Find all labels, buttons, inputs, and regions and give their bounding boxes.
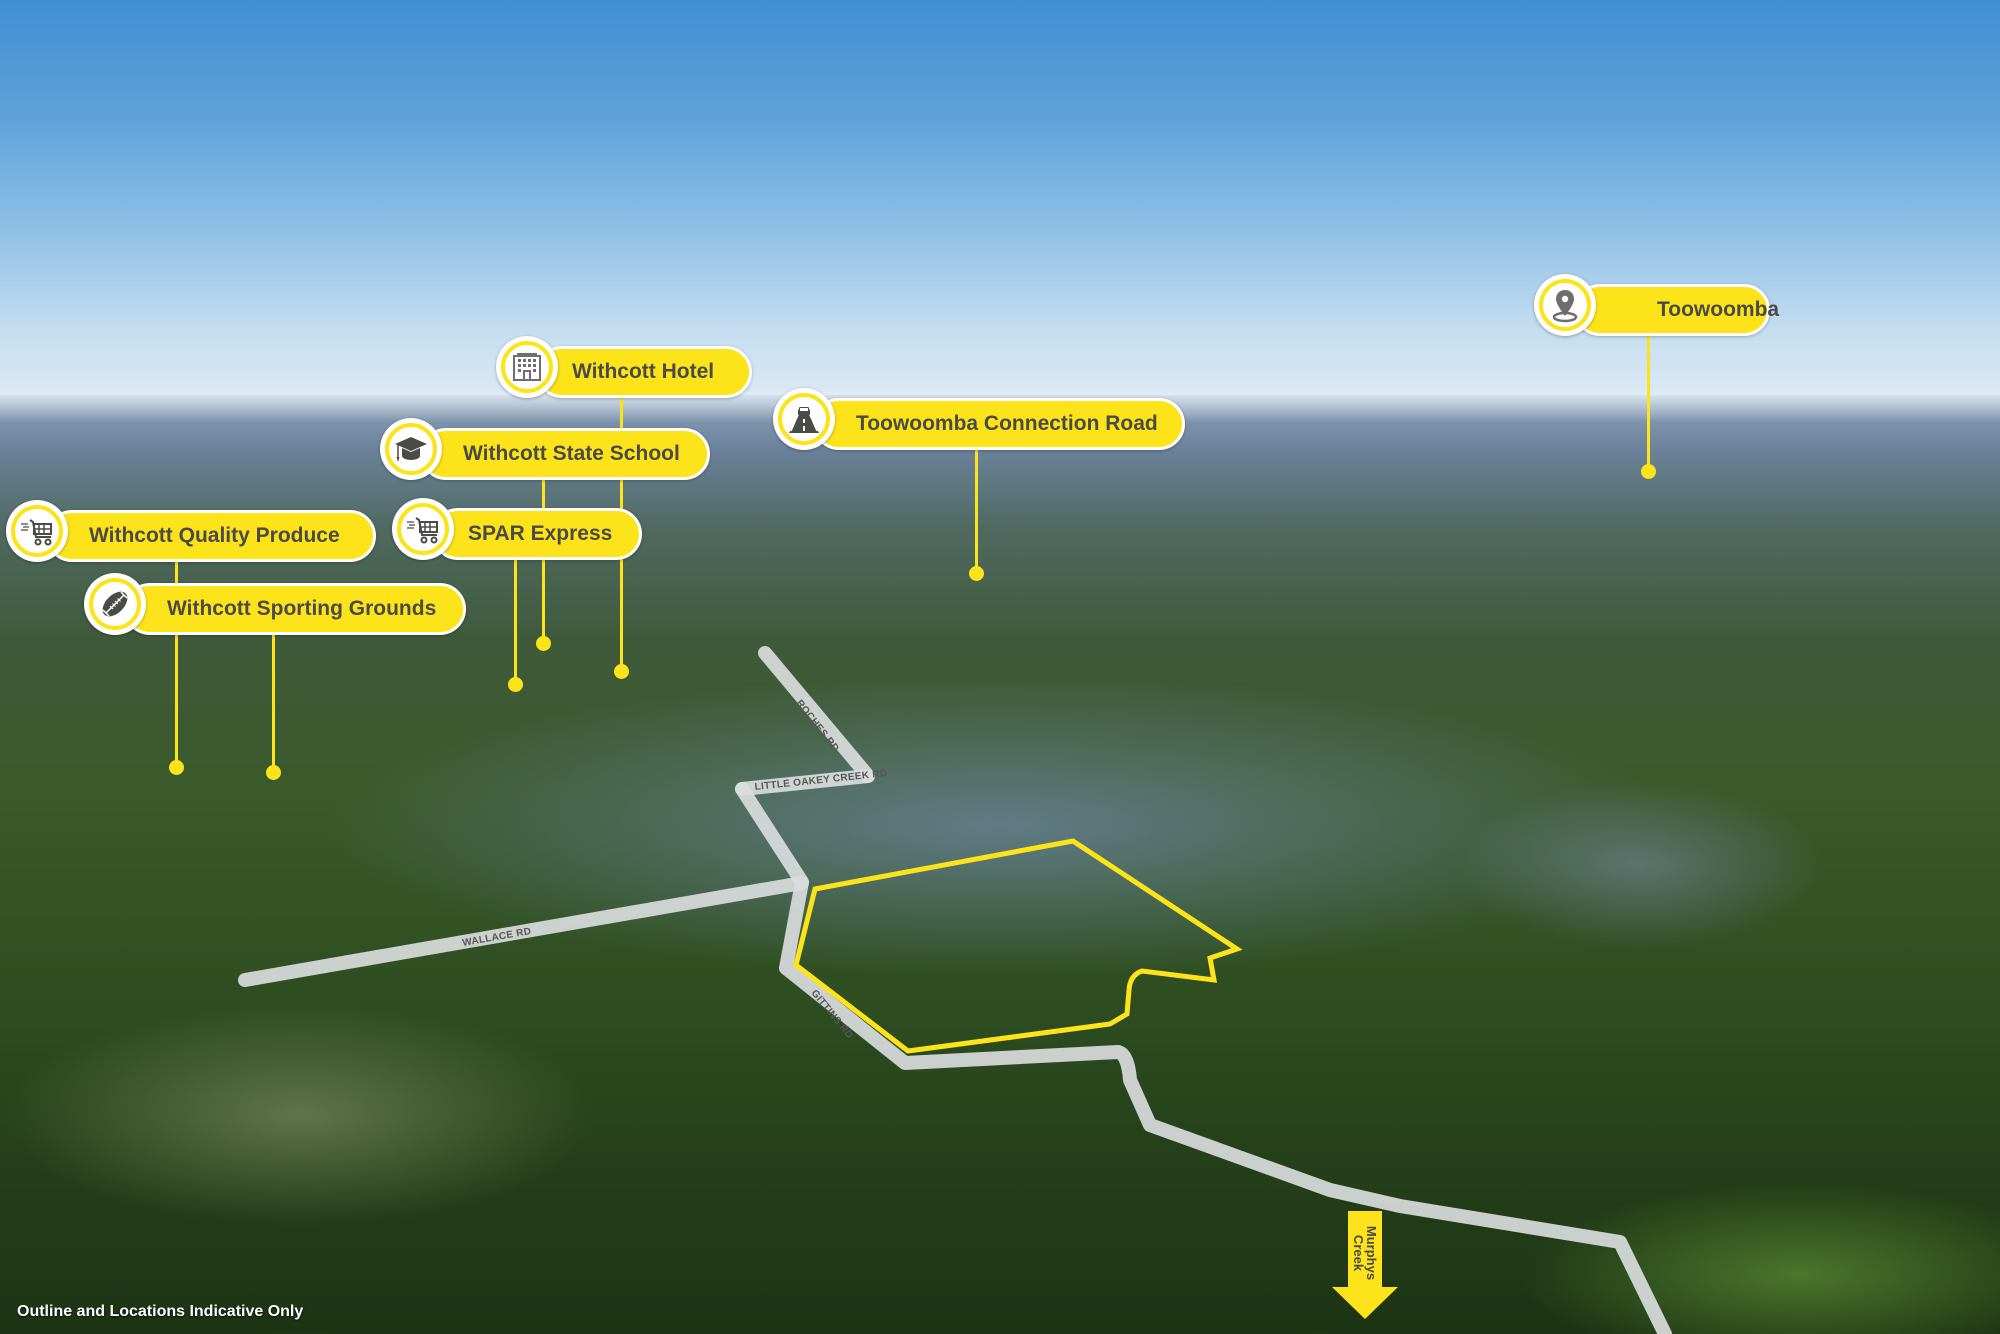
poi-label: Toowoomba xyxy=(1657,298,1780,321)
property-boundary xyxy=(793,838,1243,1054)
graduation-cap-icon xyxy=(395,437,427,462)
marker-dot-withcott-state-school[interactable] xyxy=(536,636,551,651)
poi-label: Withcott State School xyxy=(463,442,680,465)
road-label-little-oakey-creek: LITTLE OAKEY CREEK RD xyxy=(754,768,888,793)
football-icon xyxy=(102,591,128,617)
marker-dot-toowoomba-connection-road[interactable] xyxy=(969,566,984,581)
poi-label: Toowoomba Connection Road xyxy=(856,412,1158,435)
leader-line-toowoomba-connection-road xyxy=(975,444,978,572)
poi-toowoomba-connection-road[interactable]: Toowoomba Connection Road xyxy=(773,388,1185,450)
poi-withcott-sporting-grounds[interactable]: Withcott Sporting Grounds xyxy=(84,573,466,635)
icon-badge xyxy=(773,388,835,450)
leader-line-withcott-quality-produce xyxy=(175,556,178,766)
poi-label: SPAR Express xyxy=(468,522,613,545)
poi-label: Withcott Hotel xyxy=(572,360,715,383)
shopping-cart-icon xyxy=(21,519,52,546)
poi-label: Withcott Sporting Grounds xyxy=(167,597,437,620)
icon-badge xyxy=(380,418,442,480)
poi-toowoomba[interactable]: Toowoomba xyxy=(1534,274,1779,336)
down-arrow-icon xyxy=(1332,1211,1398,1319)
poi-withcott-hotel[interactable]: Withcott Hotel xyxy=(496,336,752,398)
icon-badge xyxy=(392,498,454,560)
icon-badge xyxy=(84,573,146,635)
marker-dot-withcott-sporting-grounds[interactable] xyxy=(266,765,281,780)
marker-dot-withcott-quality-produce[interactable] xyxy=(169,760,184,775)
leader-line-spar-express xyxy=(514,554,517,682)
icon-badge xyxy=(496,336,558,398)
marker-dot-withcott-hotel[interactable] xyxy=(614,664,629,679)
roches-road xyxy=(758,646,875,783)
shopping-cart-icon xyxy=(407,517,438,544)
poi-withcott-state-school[interactable]: Withcott State School xyxy=(380,418,710,480)
icon-badge xyxy=(1534,274,1596,336)
wallace-road xyxy=(238,876,809,987)
building-icon xyxy=(513,353,541,381)
disclaimer-text: Outline and Locations Indicative Only xyxy=(17,1303,304,1320)
marker-dot-spar-express[interactable] xyxy=(508,677,523,692)
marker-dot-toowoomba[interactable] xyxy=(1641,464,1656,479)
poi-spar-express[interactable]: SPAR Express xyxy=(392,498,642,560)
leader-line-toowoomba xyxy=(1647,330,1650,470)
poi-label: Withcott Quality Produce xyxy=(89,524,340,547)
little-oakey-creek-road xyxy=(735,769,875,796)
sky xyxy=(0,0,2000,420)
icon-badge xyxy=(6,500,68,562)
map-pin-icon xyxy=(1552,290,1578,323)
road-icon xyxy=(789,407,819,433)
leader-line-withcott-sporting-grounds xyxy=(272,629,275,771)
poi-withcott-quality-produce[interactable]: Withcott Quality Produce xyxy=(6,500,376,562)
gittins-road xyxy=(735,782,1672,1334)
